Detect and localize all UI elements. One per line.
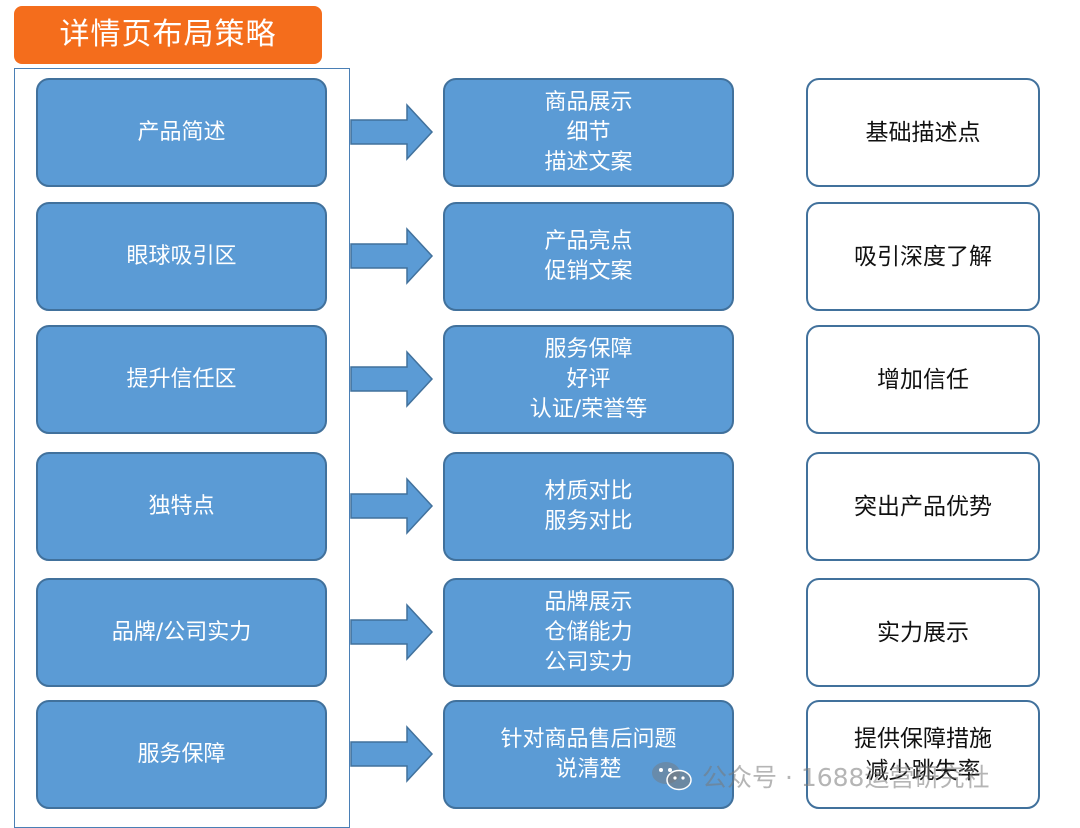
content-line: 细节 bbox=[566, 119, 611, 145]
purpose-box: 实力展示 bbox=[806, 578, 1040, 687]
purpose-box: 突出产品优势 bbox=[806, 452, 1040, 561]
purpose-line: 提供保障措施 bbox=[854, 725, 992, 752]
right-arrow-icon bbox=[350, 725, 434, 783]
purpose-box: 增加信任 bbox=[806, 325, 1040, 434]
purpose-line: 实力展示 bbox=[877, 619, 969, 646]
content-line: 说清楚 bbox=[555, 756, 622, 782]
purpose-line: 基础描述点 bbox=[865, 119, 981, 146]
content-box: 商品展示细节描述文案 bbox=[443, 78, 734, 187]
right-arrow-icon bbox=[350, 477, 434, 535]
content-line: 材质对比 bbox=[544, 478, 633, 504]
section-box: 提升信任区 bbox=[36, 325, 327, 434]
content-line: 公司实力 bbox=[544, 649, 633, 675]
right-arrow-icon bbox=[350, 227, 434, 285]
purpose-box: 吸引深度了解 bbox=[806, 202, 1040, 311]
wechat-icon bbox=[652, 762, 692, 791]
watermark-text: 公众号 · 1688运营研究社 bbox=[702, 763, 990, 792]
right-arrow-icon bbox=[350, 103, 434, 161]
content-line: 服务保障 bbox=[544, 336, 633, 362]
content-line: 服务对比 bbox=[544, 508, 633, 534]
section-box: 独特点 bbox=[36, 452, 327, 561]
content-box: 产品亮点促销文案 bbox=[443, 202, 734, 311]
section-box: 服务保障 bbox=[36, 700, 327, 809]
section-box: 眼球吸引区 bbox=[36, 202, 327, 311]
content-line: 促销文案 bbox=[544, 258, 633, 284]
content-line: 产品亮点 bbox=[544, 228, 633, 254]
content-box: 针对商品售后问题说清楚 bbox=[443, 700, 734, 809]
purpose-line: 吸引深度了解 bbox=[854, 243, 992, 270]
section-label: 眼球吸引区 bbox=[126, 243, 237, 269]
content-box: 材质对比服务对比 bbox=[443, 452, 734, 561]
content-box: 服务保障好评认证/荣誉等 bbox=[443, 325, 734, 434]
content-line: 认证/荣誉等 bbox=[529, 396, 648, 422]
section-label: 提升信任区 bbox=[126, 366, 237, 392]
purpose-box: 提供保障措施减少跳失率 bbox=[806, 700, 1040, 809]
content-line: 好评 bbox=[566, 366, 611, 392]
section-label: 独特点 bbox=[148, 493, 215, 519]
right-arrow-icon bbox=[350, 603, 434, 661]
section-box: 产品简述 bbox=[36, 78, 327, 187]
content-line: 商品展示 bbox=[544, 89, 633, 115]
section-label: 产品简述 bbox=[137, 119, 226, 145]
section-label: 服务保障 bbox=[137, 741, 226, 767]
watermark: 公众号 · 1688运营研究社 bbox=[650, 756, 989, 796]
content-line: 品牌展示 bbox=[544, 589, 633, 615]
page-title: 详情页布局策略 bbox=[14, 6, 322, 64]
purpose-line: 减少跳失率 bbox=[865, 757, 981, 784]
purpose-line: 增加信任 bbox=[877, 366, 969, 393]
purpose-line: 突出产品优势 bbox=[854, 493, 992, 520]
content-line: 仓储能力 bbox=[544, 619, 633, 645]
content-box: 品牌展示仓储能力公司实力 bbox=[443, 578, 734, 687]
section-label: 品牌/公司实力 bbox=[111, 619, 252, 645]
content-line: 针对商品售后问题 bbox=[500, 726, 677, 752]
content-line: 描述文案 bbox=[544, 149, 633, 175]
section-box: 品牌/公司实力 bbox=[36, 578, 327, 687]
right-arrow-icon bbox=[350, 350, 434, 408]
purpose-box: 基础描述点 bbox=[806, 78, 1040, 187]
